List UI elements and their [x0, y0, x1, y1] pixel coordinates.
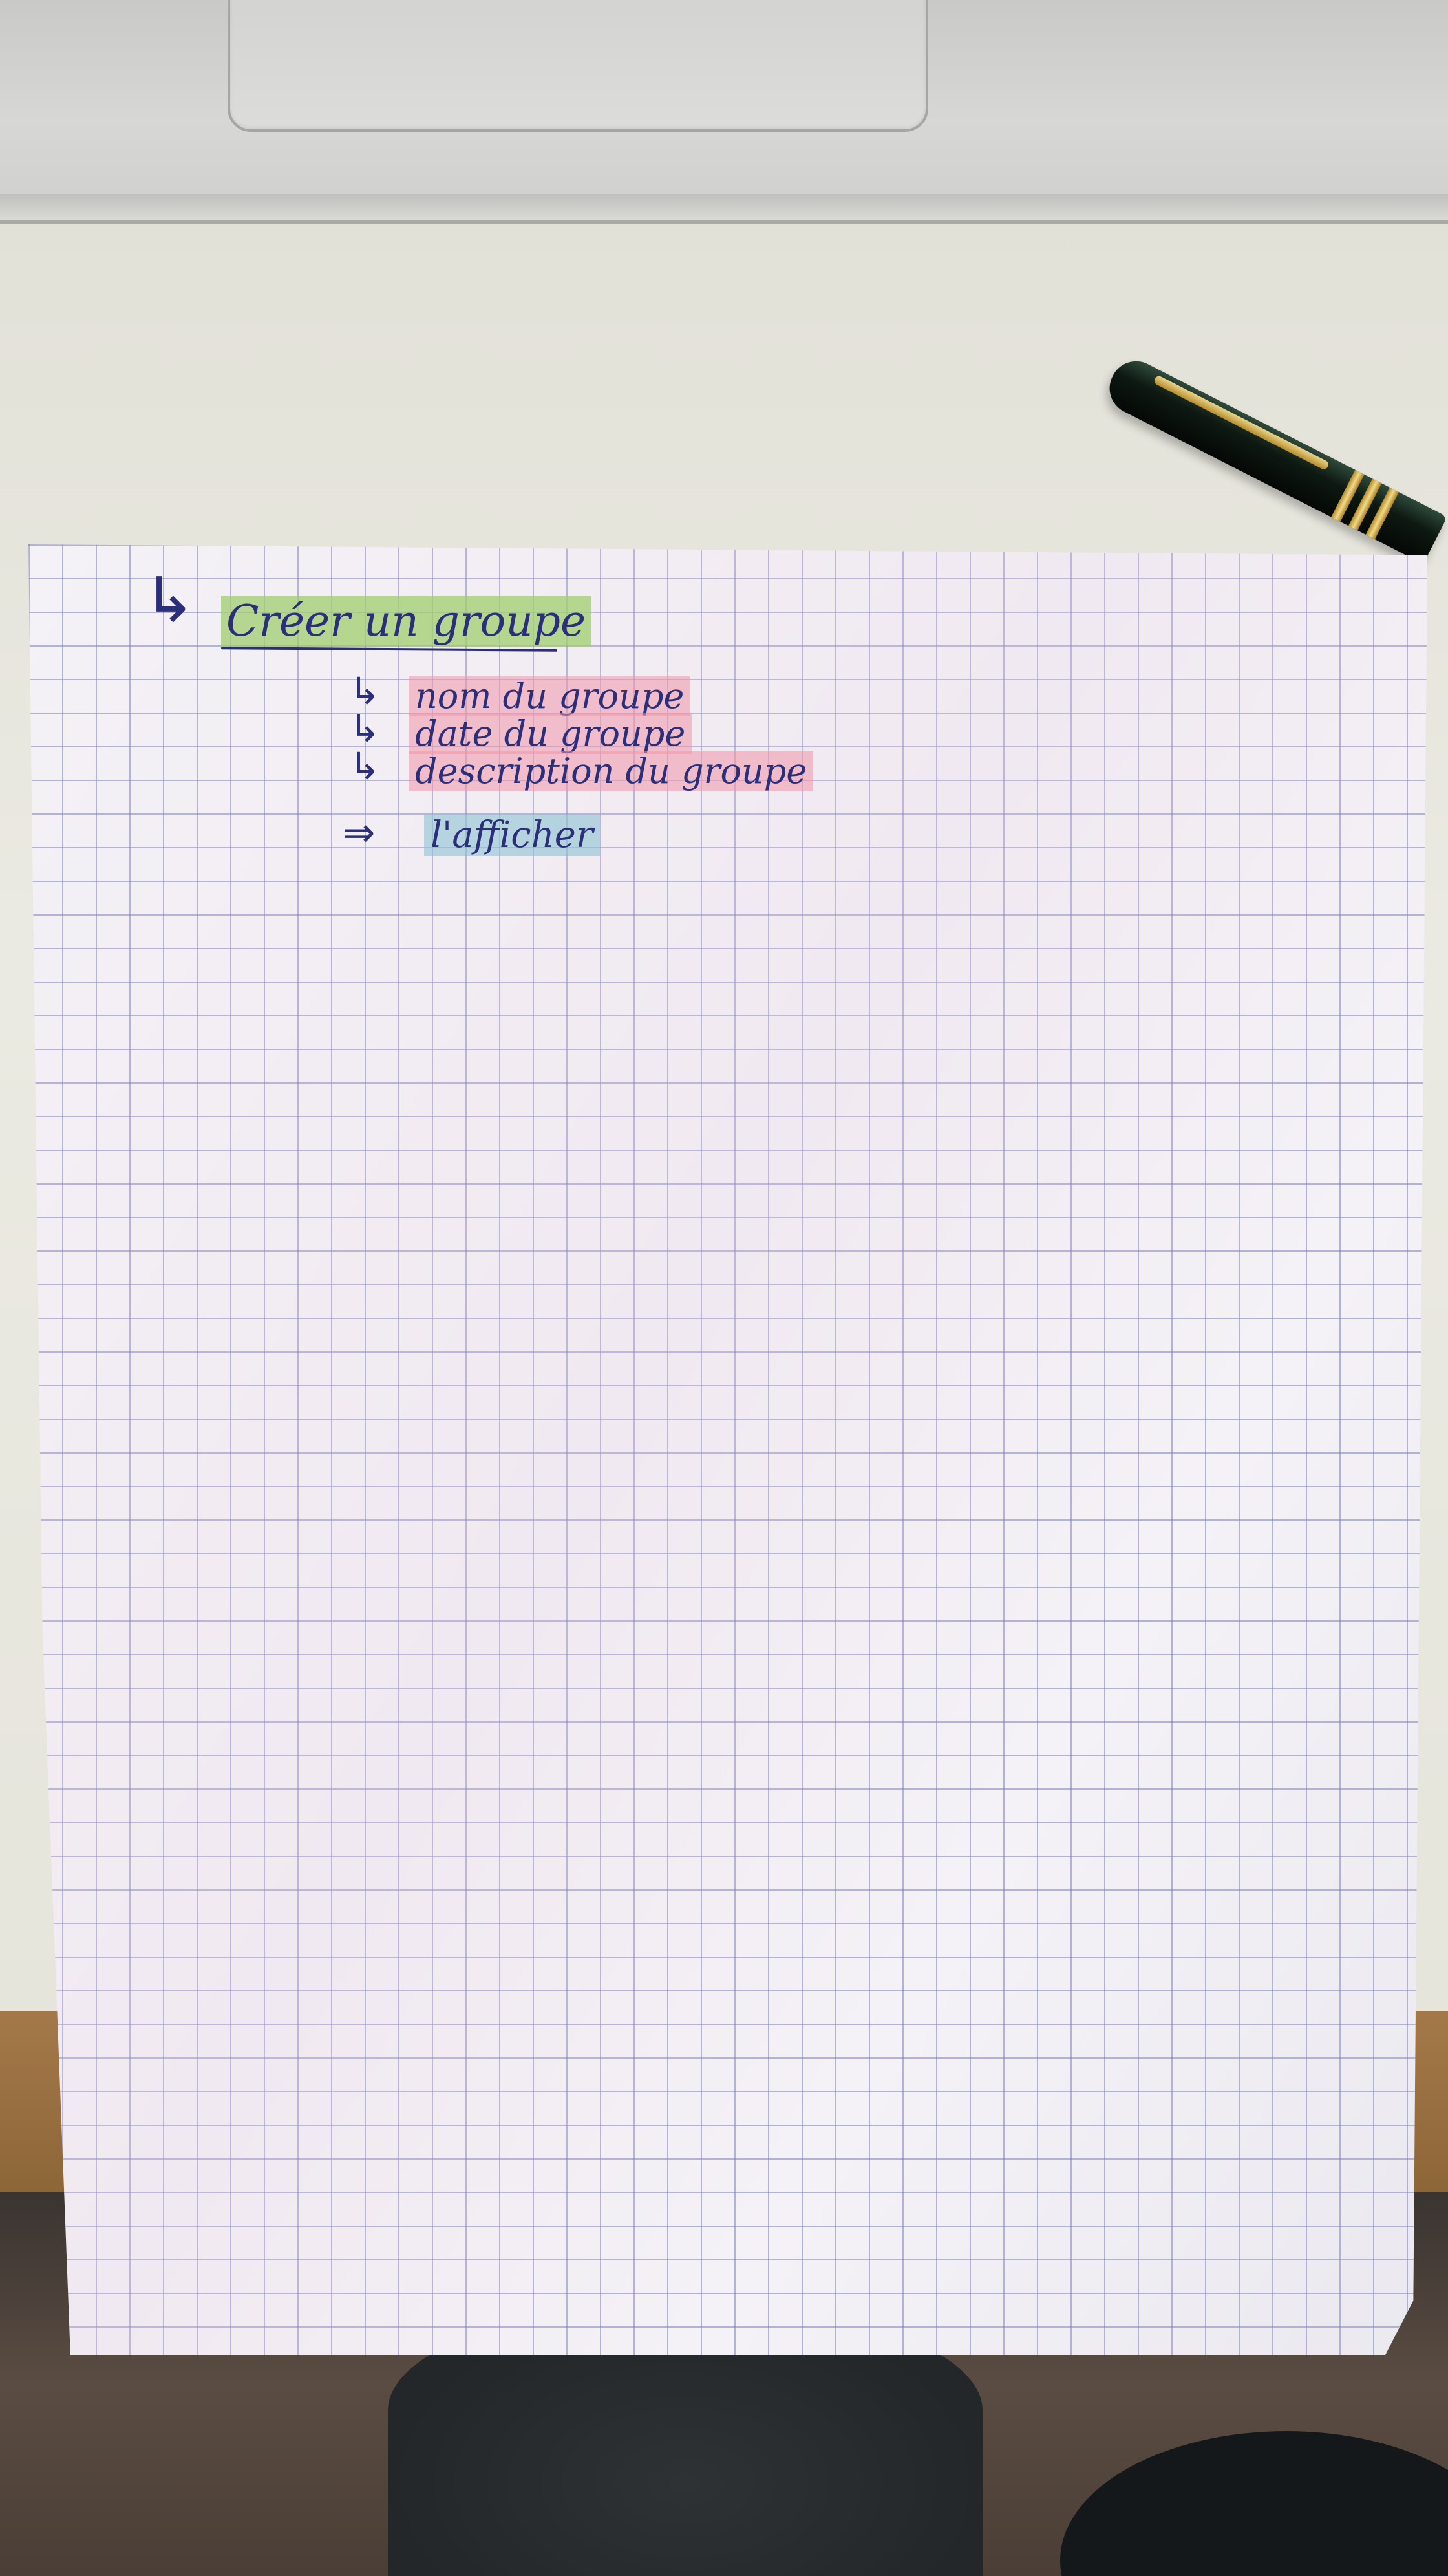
- laptop-trackpad: [228, 0, 928, 132]
- note-item: nom du groupe: [409, 676, 691, 716]
- graph-paper-sheet: [28, 544, 1427, 2355]
- note-heading: Créer un groupe: [221, 596, 591, 646]
- conclusion-arrow: ⇒: [343, 810, 376, 855]
- heading-arrow: ↳: [144, 564, 196, 636]
- note-conclusion-text: l'afficher: [424, 814, 600, 856]
- item-arrow: ↳: [349, 707, 381, 751]
- laptop-body: [0, 0, 1448, 224]
- note-conclusion: l'afficher: [424, 814, 600, 856]
- note-heading-text: Créer un groupe: [221, 596, 591, 646]
- laptop-edge: [0, 194, 1448, 220]
- item-arrow: ↳: [349, 744, 381, 788]
- note-item-text: description du groupe: [409, 751, 814, 791]
- note-item-text: nom du groupe: [409, 676, 691, 716]
- note-item-text: date du groupe: [409, 713, 692, 754]
- item-arrow: ↳: [349, 669, 381, 713]
- note-item: date du groupe: [409, 713, 692, 754]
- note-item: description du groupe: [409, 751, 814, 791]
